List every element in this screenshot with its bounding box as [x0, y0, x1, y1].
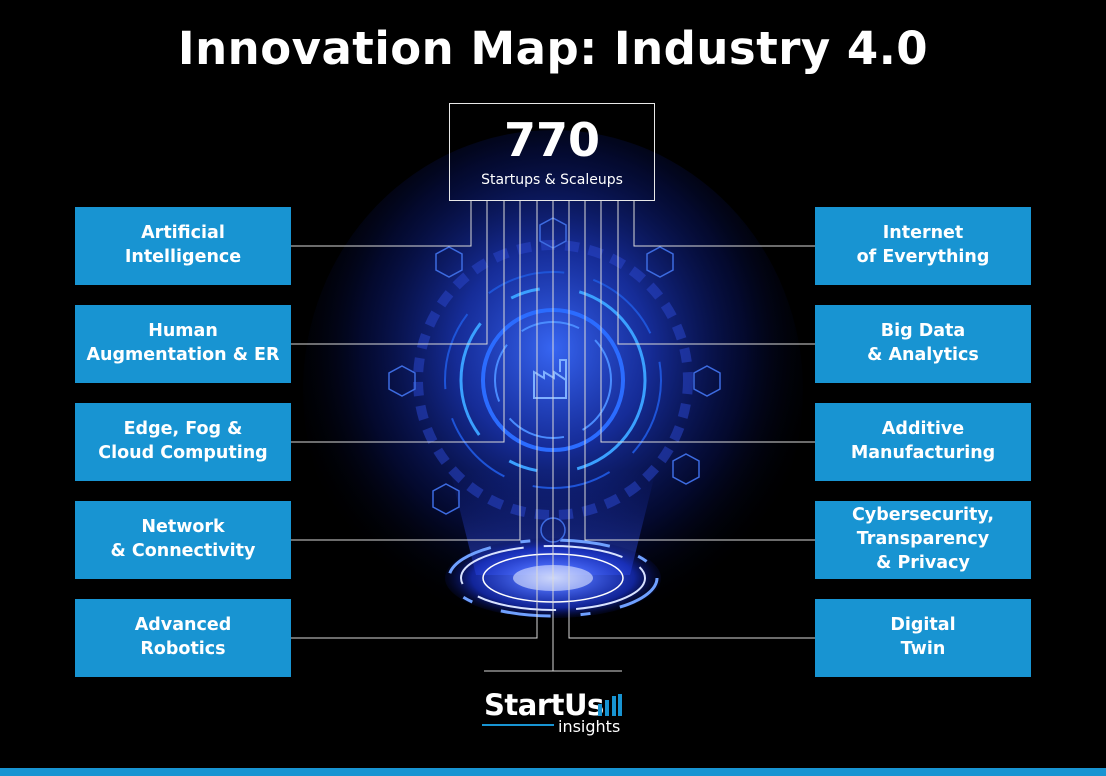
bar-chart-icon: [598, 694, 622, 716]
logo-sub: insights: [558, 717, 621, 736]
category-edge-fog-cloud: Edge, Fog & Cloud Computing: [75, 403, 291, 481]
startus-logo: StartUs insights: [478, 688, 628, 738]
category-advanced-robotics: Advanced Robotics: [75, 599, 291, 677]
category-digital-twin: Digital Twin: [815, 599, 1031, 677]
category-human-augmentation: Human Augmentation & ER: [75, 305, 291, 383]
startup-count: 770: [503, 113, 601, 167]
connector-left-4: [291, 201, 521, 541]
logo-underline: [482, 724, 554, 726]
lightbulb-icon: [646, 246, 674, 278]
connector-left-1: [291, 201, 472, 247]
connector-left-2: [291, 201, 488, 345]
connector-right-5: [568, 201, 815, 639]
bottom-accent-bar: [0, 768, 1106, 776]
category-additive-manufacturing: Additive Manufacturing: [815, 403, 1031, 481]
connector-right-1: [633, 201, 815, 247]
startup-count-box: 770 Startups & Scaleups: [449, 103, 655, 201]
category-internet-of-everything: Internet of Everything: [815, 207, 1031, 285]
category-network-connectivity: Network & Connectivity: [75, 501, 291, 579]
category-artificial-intelligence: Artificial Intelligence: [75, 207, 291, 285]
signal-tower-icon: [693, 365, 721, 397]
logo-name: StartUs: [484, 688, 604, 722]
molecule-icon: [432, 483, 460, 515]
connector-left-5: [291, 201, 538, 639]
startup-count-label: Startups & Scaleups: [481, 172, 623, 188]
connector-right-3: [600, 201, 815, 443]
category-cybersecurity: Cybersecurity, Transparency & Privacy: [815, 501, 1031, 579]
mobile-phone-icon: [388, 365, 416, 397]
connector-left-3: [291, 201, 505, 443]
page-title: Innovation Map: Industry 4.0: [177, 22, 929, 75]
connector-right-4: [584, 201, 815, 541]
connector-right-2: [617, 201, 815, 345]
cloud-chip-icon: [435, 246, 463, 278]
category-big-data-analytics: Big Data & Analytics: [815, 305, 1031, 383]
robot-arm-icon: [672, 453, 700, 485]
